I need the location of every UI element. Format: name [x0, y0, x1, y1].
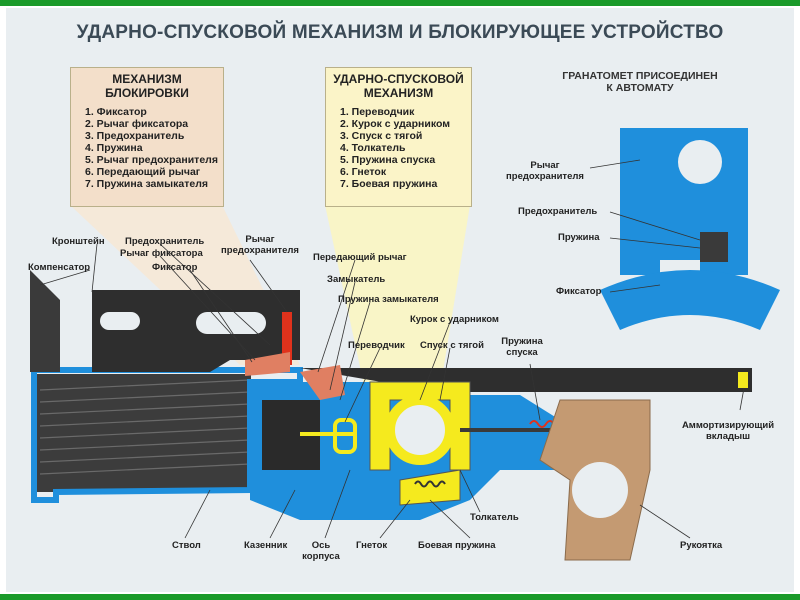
label-damper-line2: вкладыш — [705, 431, 751, 442]
label-right-safety-lever-line2: предохранителя — [506, 171, 584, 182]
list-item: 6. Передающий рычаг — [85, 166, 201, 178]
bracket — [92, 290, 300, 372]
trigger-box-title: УДАРНО-СПУСКОВОЙ МЕХАНИЗМ — [326, 72, 471, 100]
top-green-bar — [0, 0, 800, 6]
label-compensator: Компенсатор — [28, 262, 91, 273]
list-item: 2. Курок с ударником — [340, 118, 450, 130]
selector — [333, 418, 357, 454]
damper-insert — [738, 372, 748, 388]
trigger-mechanism-box: УДАРНО-СПУСКОВОЙ МЕХАНИЗМ 1. Переводчик … — [325, 67, 472, 207]
list-item: 2. Рычаг фиксатора — [85, 118, 189, 130]
label-trigger-spring-line2: спуска — [506, 347, 538, 358]
bracket-slot-1 — [100, 312, 140, 330]
bracket-slot-2 — [196, 312, 266, 334]
barrel-rifling — [39, 379, 251, 475]
locking-box-title-line2: БЛОКИРОВКИ — [105, 86, 189, 100]
label-safety-lever-line2: предохранителя — [221, 245, 299, 256]
label-selector: Переводчик — [348, 340, 405, 351]
attached-view-spring — [700, 232, 728, 262]
label-axis-line2: корпуса — [302, 551, 340, 562]
label-trigger-spring: Пружина спуска — [496, 336, 548, 358]
label-closer-spring: Пружина замыкателя — [338, 294, 439, 305]
list-item: 1. Фиксатор — [85, 106, 147, 118]
attached-view-header-line1: ГРАНАТОМЕТ ПРИСОЕДИНЕН — [562, 70, 718, 82]
list-item: 7. Боевая пружина — [340, 178, 438, 190]
list-item: 1. Переводчик — [340, 106, 415, 118]
label-damper: Аммортизирующий вкладыш — [678, 420, 778, 442]
label-safety: Предохранитель — [125, 236, 205, 247]
list-item: 3. Спуск с тягой — [340, 130, 423, 142]
safety-lever — [282, 312, 292, 365]
label-trigger-rod: Спуск с тягой — [420, 340, 484, 351]
label-damper-line1: Аммортизирующий — [681, 420, 775, 431]
label-presser: Гнеток — [356, 540, 388, 551]
attached-view-arc — [600, 270, 780, 330]
list-item: 5. Пружина спуска — [340, 154, 436, 166]
label-axis-line1: Ось — [311, 540, 331, 551]
label-breech: Казенник — [244, 540, 288, 551]
label-axis: Ось корпуса — [300, 540, 342, 562]
label-closer: Замыкатель — [327, 274, 386, 285]
mainspring — [414, 480, 446, 488]
locking-box-title: МЕХАНИЗМ БЛОКИРОВКИ — [71, 72, 223, 100]
label-right-latch: Фиксатор — [556, 286, 602, 297]
label-safety-lever: Рычаг предохранителя — [214, 234, 306, 256]
firing-pin — [300, 432, 355, 436]
label-latch: Фиксатор — [152, 262, 198, 273]
leader-lines — [39, 159, 745, 539]
attached-view-header: ГРАНАТОМЕТ ПРИСОЕДИНЕН К АВТОМАТУ — [540, 70, 740, 94]
grip-hole — [572, 462, 628, 518]
label-grip: Рукоятка — [680, 540, 723, 551]
presser — [399, 469, 461, 506]
list-item: 3. Предохранитель — [85, 130, 185, 142]
label-latch-lever: Рычаг фиксатора — [120, 248, 203, 259]
latch-lever — [245, 352, 290, 376]
bottom-green-bar — [0, 594, 800, 600]
list-item: 5. Рычаг предохранителя — [85, 154, 218, 166]
locking-mechanism-box: МЕХАНИЗМ БЛОКИРОВКИ 1. Фиксатор 2. Рычаг… — [70, 67, 224, 207]
label-bracket: Кронштейн — [52, 236, 105, 247]
trigger-box-title-line1: УДАРНО-СПУСКОВОЙ — [333, 72, 464, 86]
label-hammer: Курок с ударником — [410, 314, 499, 325]
list-item: 4. Толкатель — [340, 142, 406, 154]
label-right-safety: Предохранитель — [518, 206, 598, 217]
label-pusher: Толкатель — [470, 512, 519, 523]
page-title: УДАРНО-СПУСКОВОЙ МЕХАНИЗМ И БЛОКИРУЮЩЕЕ … — [76, 22, 724, 43]
label-safety-lever-line1: Рычаг — [245, 234, 275, 245]
compensator — [30, 270, 60, 372]
label-right-spring: Пружина — [558, 232, 600, 243]
list-item: 6. Гнеток — [340, 166, 387, 178]
locking-box-list: 1. Фиксатор 2. Рычаг фиксатора 3. Предох… — [71, 106, 223, 190]
list-item: 7. Пружина замыкателя — [85, 178, 208, 190]
label-trigger-spring-line1: Пружина — [501, 336, 543, 347]
label-transfer-lever: Передающий рычаг — [313, 252, 407, 263]
label-barrel: Ствол — [172, 540, 201, 551]
attached-view-header-line2: К АВТОМАТУ — [606, 82, 674, 94]
trigger-box-title-line2: МЕХАНИЗМ — [363, 86, 434, 100]
label-mainspring: Боевая пружина — [418, 540, 496, 551]
label-right-safety-lever-line1: Рычаг — [530, 160, 560, 171]
trigger-box-list: 1. Переводчик 2. Курок с ударником 3. Сп… — [326, 106, 471, 190]
hammer — [385, 395, 455, 465]
trigger-projection — [325, 205, 470, 390]
label-right-safety-lever: Рычаг предохранителя — [500, 160, 590, 182]
attached-view-bore — [678, 140, 722, 184]
locking-box-title-line1: МЕХАНИЗМ — [112, 72, 182, 86]
list-item: 4. Пружина — [85, 142, 143, 154]
